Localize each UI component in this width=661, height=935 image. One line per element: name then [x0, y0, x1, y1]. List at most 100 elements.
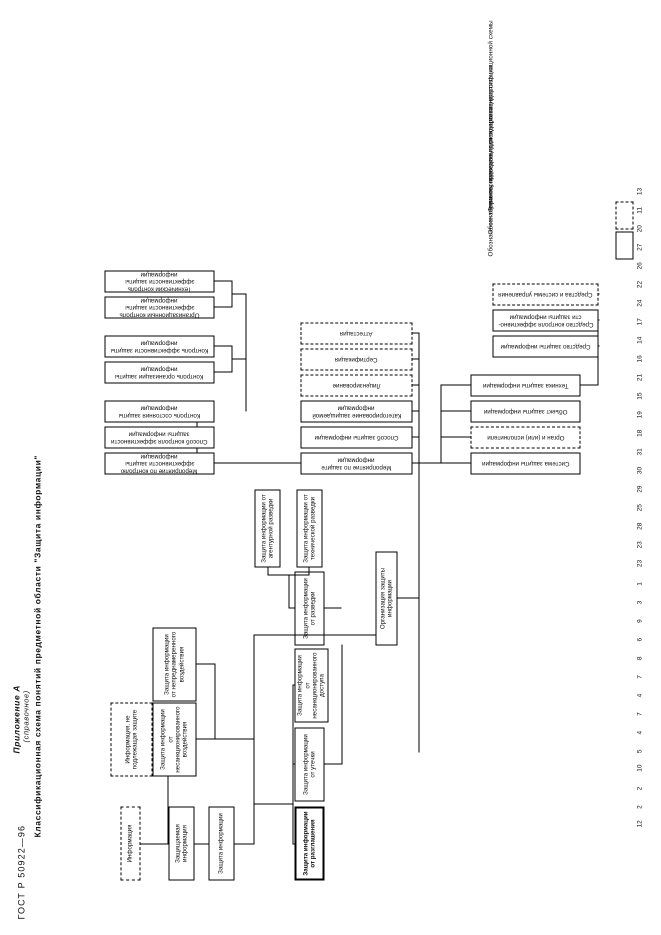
connector: [245, 358, 247, 411]
connector: [597, 318, 599, 320]
node-protection-disclosure: Защита информации от разглашения: [294, 806, 324, 880]
connector: [412, 357, 419, 359]
connector: [441, 409, 470, 411]
appendix-subtitle: (справочное): [21, 689, 30, 742]
node-control-organization: Контроль организации защиты информации: [104, 361, 214, 383]
connector: [196, 737, 214, 739]
appendix-title: Приложение А: [11, 684, 21, 754]
margin-number: 14: [636, 336, 643, 344]
node-protection-technique: Техника защиты информации: [470, 374, 580, 396]
node-body-performers: Орган и (или) исполнители: [470, 426, 580, 448]
node-information-protection: Защита информации: [208, 806, 234, 880]
node-protection-unintentional-impact: Защита информации от непреднамеренного в…: [152, 627, 196, 701]
margin-number: 18: [636, 429, 643, 437]
connector: [412, 383, 419, 385]
margin-number: 7: [636, 711, 643, 716]
margin-number: 30: [636, 466, 643, 474]
connector: [412, 331, 419, 333]
margin-number: 12: [636, 819, 643, 827]
standard-number: ГОСТ Р 50922—96: [16, 824, 26, 919]
connector: [292, 802, 294, 844]
connector: [288, 606, 294, 608]
connector: [324, 762, 342, 764]
connector: [440, 384, 442, 463]
node-protected-information: Защищаемая информация: [168, 806, 194, 880]
connector: [234, 842, 254, 844]
node-categorization: Категорирование защищаемой информации: [300, 400, 412, 422]
connector: [288, 574, 290, 608]
scheme-title: Классификационная схема понятий предметн…: [32, 454, 42, 837]
margin-number: 24: [636, 298, 643, 307]
connector: [580, 383, 598, 385]
legend-swatch-solid: [615, 231, 633, 259]
node-means-and-systems-control: Средства и системы управления: [492, 283, 598, 305]
node-organization-protection: Организация защиты информации: [375, 551, 397, 645]
margin-number: 25: [636, 503, 643, 511]
connector: [292, 684, 294, 764]
connector: [196, 662, 214, 664]
node-certification: Сертификация: [300, 348, 412, 370]
margin-number: 27: [636, 243, 643, 251]
node-method-protection: Способ защиты информации: [300, 426, 412, 448]
margin-number: 23: [636, 559, 643, 567]
connector: [140, 842, 168, 844]
connector: [253, 802, 293, 804]
node-protection-system: Система защиты информации: [470, 452, 580, 474]
margin-number: 5: [636, 748, 643, 753]
margin-number: 10: [636, 763, 643, 772]
connector: [441, 435, 470, 437]
margin-number: 7: [636, 674, 643, 679]
node-technical-control-effectiveness: Технический контроль эффективности защит…: [104, 270, 214, 292]
connector: [597, 344, 599, 346]
margin-number: 28: [636, 522, 643, 530]
margin-number: 31: [636, 447, 643, 455]
connector: [214, 663, 216, 739]
margin-number: 3: [636, 600, 643, 604]
margin-number: 16: [636, 354, 643, 362]
node-protection-unauthorized-impact: Защита информации от несанкционированног…: [152, 702, 196, 776]
legend-line-3: Термины приведены для понимания классифи…: [487, 19, 494, 211]
connector: [194, 842, 208, 844]
connector: [308, 566, 310, 575]
node-measure-control-effectiveness: Мероприятие по контролю эффективности за…: [104, 452, 214, 474]
node-protection-means: Средство защиты информации: [492, 335, 598, 357]
node-control-state: Контроль состояния защиты информации: [104, 400, 214, 422]
margin-number: 29: [636, 484, 643, 493]
connector: [418, 461, 470, 463]
margin-number: 15: [636, 391, 643, 400]
margin-number: 2: [636, 804, 643, 809]
margin-number: 26: [636, 261, 643, 269]
node-protection-unauthorized-access: Защита информации от несанкционированног…: [294, 648, 328, 722]
margin-number: 2: [636, 786, 643, 790]
margin-number: 19: [636, 410, 643, 418]
node-protection-leak: Защита информации от утечки: [294, 727, 324, 801]
node-protection-technical-intelligence: Защита информации от технической разведк…: [296, 489, 322, 567]
margin-number: 13: [636, 187, 643, 195]
connector: [267, 566, 269, 575]
margin-number: 11: [636, 206, 643, 214]
node-method-control-effectiveness: Способ контроля эффективности защиты инф…: [104, 426, 214, 448]
node-measure-protection: Мероприятие по защите информации: [300, 452, 412, 474]
node-means-control-effectiveness: Средство контроля эффективно-сти защиты …: [492, 309, 598, 331]
node-protection-object: Объект защиты информации: [470, 400, 580, 422]
connector: [324, 606, 341, 608]
connector: [412, 409, 419, 411]
connector: [214, 370, 232, 372]
connector: [231, 292, 245, 294]
node-organizational-control-effectiveness: Организационный контроль эффективности з…: [104, 296, 214, 318]
node-information-not-protected: Информация, не подлежащая защите: [110, 702, 152, 776]
margin-number: 8: [636, 655, 643, 660]
node-licensing: Лицензирование: [300, 374, 412, 396]
margin-number: 6: [636, 637, 643, 641]
connector: [418, 332, 420, 752]
connector: [231, 357, 245, 359]
connector: [245, 293, 247, 359]
connector: [412, 435, 419, 437]
connector: [597, 292, 599, 294]
connector: [214, 737, 254, 739]
margin-number: 1: [636, 581, 643, 586]
margin-number: 4: [636, 730, 643, 734]
node-control-effectiveness: Контроль эффективности защиты информации: [104, 335, 214, 357]
